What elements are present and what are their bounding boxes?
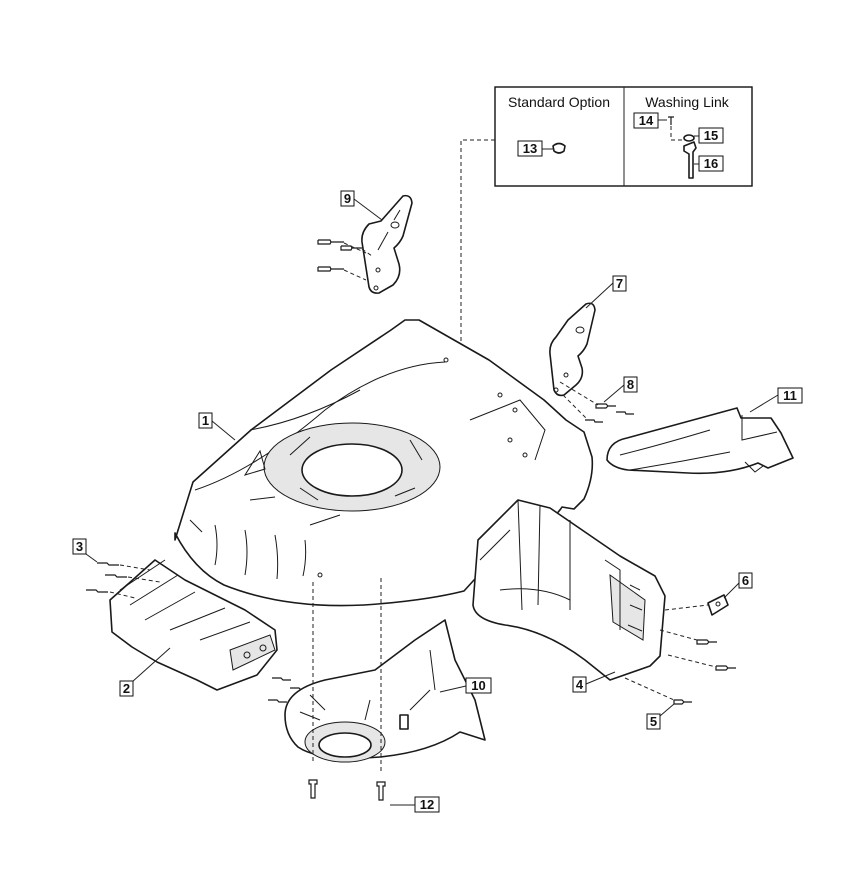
callout-2: 2 — [123, 681, 130, 696]
callout-11: 11 — [783, 388, 797, 403]
rear-flap — [606, 407, 794, 475]
callout-13: 13 — [523, 141, 537, 156]
clip — [707, 594, 729, 616]
callout-6: 6 — [742, 573, 749, 588]
bracket-screws-9 — [317, 239, 373, 281]
callout-14: 14 — [639, 113, 654, 128]
callout-4: 4 — [576, 677, 584, 692]
front-bumper — [109, 559, 278, 691]
legend-washing-link-title: Washing Link — [645, 94, 730, 110]
callout-15: 15 — [704, 128, 718, 143]
callout-3: 3 — [76, 539, 83, 554]
callout-12: 12 — [420, 797, 434, 812]
callout-9: 9 — [344, 191, 351, 206]
callout-7: 7 — [616, 276, 623, 291]
callout-1: 1 — [202, 413, 209, 428]
baffle — [284, 619, 486, 763]
callout-5: 5 — [650, 714, 657, 729]
callout-10: 10 — [471, 678, 485, 693]
legend-standard-option-title: Standard Option — [508, 94, 610, 110]
bracket-screws-8 — [559, 381, 634, 423]
baffle-screw-right — [376, 781, 386, 801]
washing-cap-icon — [683, 134, 695, 142]
washing-screw-icon — [668, 116, 674, 125]
callout-8: 8 — [627, 377, 634, 392]
rear-cover — [472, 499, 666, 681]
plug-icon — [552, 142, 566, 154]
callout-16: 16 — [704, 156, 718, 171]
handle-bracket-right — [549, 302, 596, 397]
callouts: 1 2 3 4 5 6 7 8 9 10 — [72, 112, 803, 813]
rear-cover-screws — [624, 629, 736, 705]
handle-bracket-left — [361, 194, 413, 294]
baffle-screw-left — [308, 779, 318, 799]
washing-connector-icon — [683, 141, 697, 179]
